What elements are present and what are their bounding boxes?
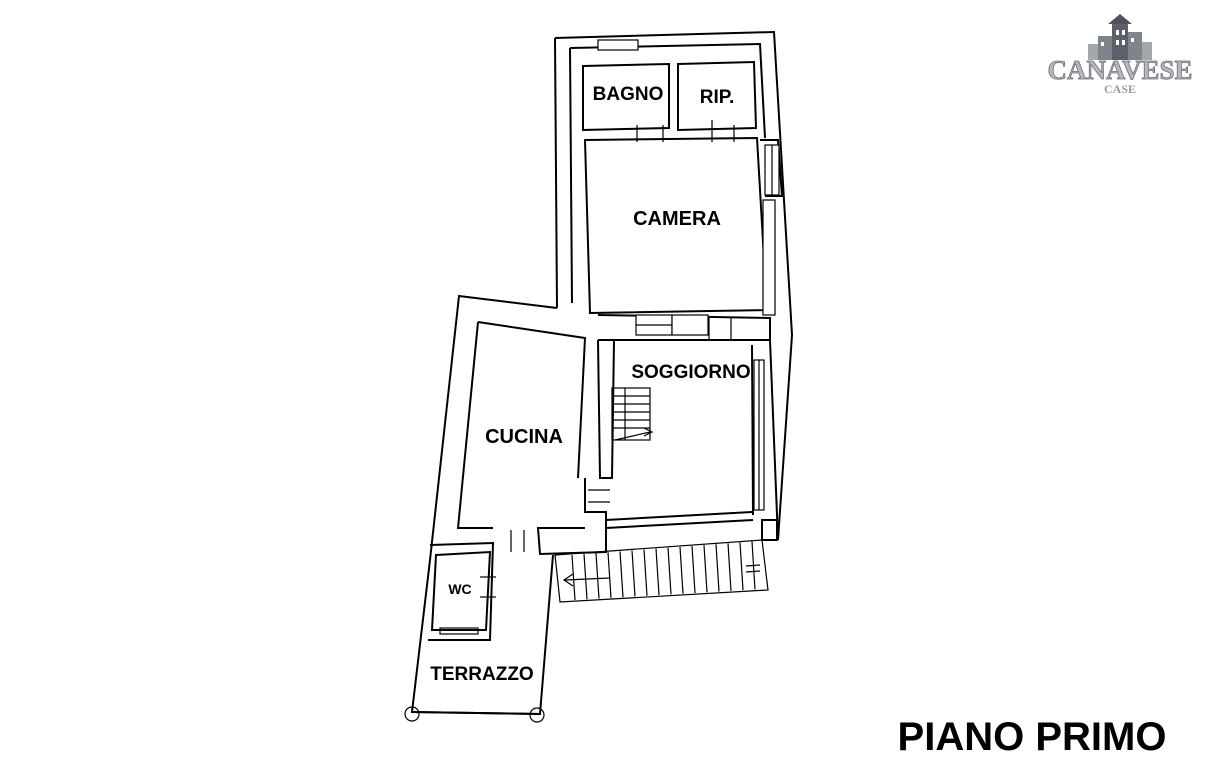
stair-tread [703, 545, 708, 593]
stair-tread [643, 549, 648, 596]
house-icon [1088, 14, 1152, 60]
room-label-bagno: BAGNO [593, 84, 664, 105]
logo-text: CANAVESE [1047, 55, 1192, 85]
stair-tread [607, 552, 612, 598]
stair-tread [691, 545, 696, 594]
stair-tread [655, 548, 660, 596]
room-label-soggiorno: SOGGIORNO [631, 362, 750, 383]
internal-staircase [611, 387, 654, 441]
plan-title: PIANO PRIMO [898, 715, 1167, 759]
stair-tread [727, 543, 732, 591]
room-label-rip: RIP. [700, 87, 735, 108]
stair-tread [715, 544, 720, 592]
stair-tread [739, 542, 744, 591]
door-marks [480, 120, 735, 598]
room-label-terrazzo: TERRAZZO [430, 664, 533, 685]
stair-tread [595, 553, 600, 599]
external-staircase [554, 539, 769, 603]
wc-box [428, 541, 495, 641]
room-label-wc: WC [448, 581, 471, 597]
stair-tread [619, 551, 624, 598]
stair-tread [679, 546, 684, 594]
room-label-camera: CAMERA [633, 208, 721, 230]
stair-tread [667, 547, 672, 595]
internal-walls [536, 60, 784, 556]
terrace-columns [404, 706, 545, 723]
canavese-case-logo: CANAVESE CASE [1047, 14, 1193, 96]
stair-tread [631, 550, 636, 597]
stair-tread [583, 554, 588, 600]
room-label-cucina: CUCINA [485, 426, 563, 448]
windows [439, 39, 780, 635]
logo-subtext: CASE [1104, 82, 1136, 96]
stair-tread [571, 554, 576, 601]
